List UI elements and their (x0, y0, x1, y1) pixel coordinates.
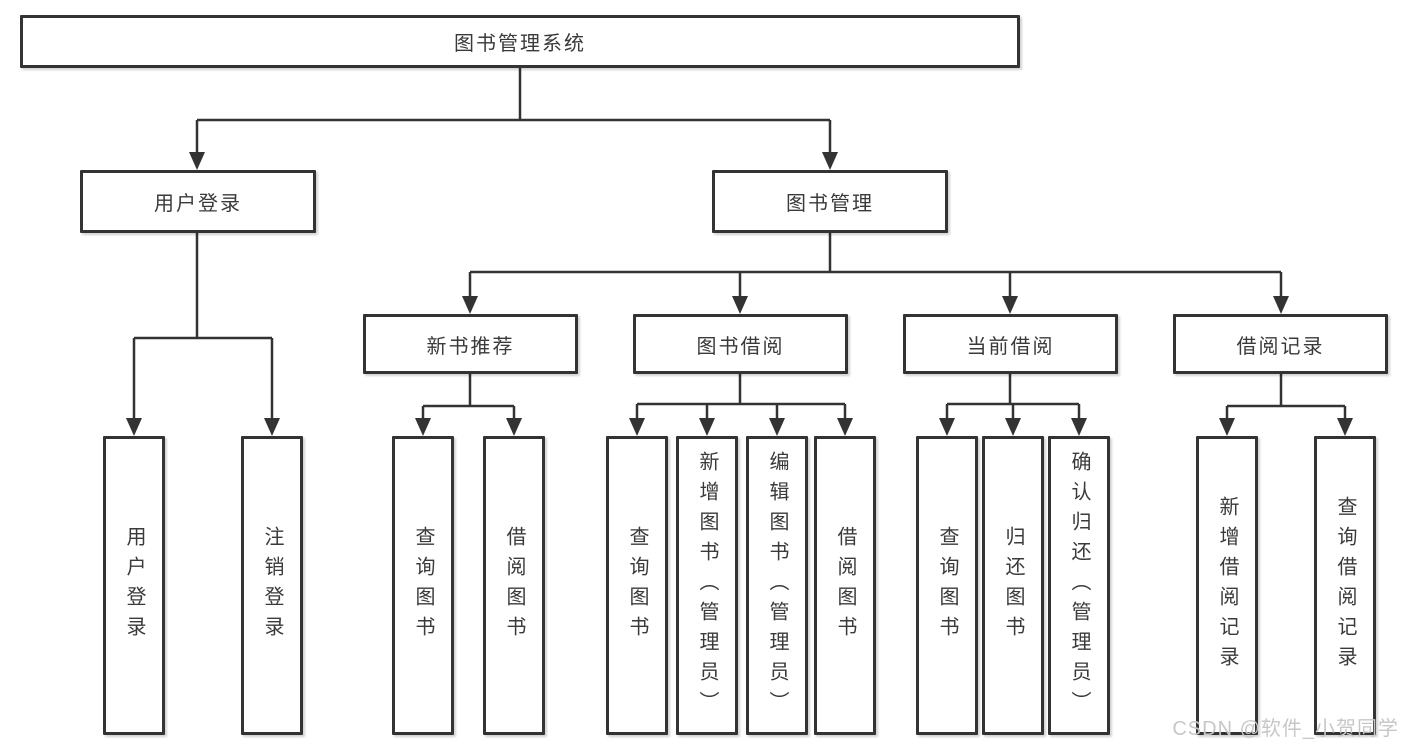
leaf-borrow-books-borrowing: 借阅图书 (814, 436, 876, 735)
node-new-book-recommendation: 新书推荐 (363, 314, 578, 374)
node-book-borrowing: 图书借阅 (633, 314, 848, 374)
leaf-user-login: 用户登录 (103, 436, 165, 735)
leaf-query-books-recommend: 查询图书 (392, 436, 454, 735)
leaf-return-books: 归还图书 (982, 436, 1044, 735)
leaf-add-books-admin: 新增图书（管理员） (676, 436, 738, 735)
leaf-query-borrow-record: 查询借阅记录 (1314, 436, 1376, 735)
node-root: 图书管理系统 (20, 15, 1020, 68)
leaf-query-books-borrowing: 查询图书 (606, 436, 668, 735)
node-user-login: 用户登录 (80, 170, 316, 233)
leaf-add-borrow-record: 新增借阅记录 (1196, 436, 1258, 735)
watermark: CSDN @软件_小贺同学 (1172, 718, 1399, 740)
node-borrowing-records: 借阅记录 (1173, 314, 1388, 374)
node-current-borrowing: 当前借阅 (903, 314, 1118, 374)
leaf-borrow-books-recommend: 借阅图书 (483, 436, 545, 735)
leaf-confirm-return-admin: 确认归还（管理员） (1048, 436, 1110, 735)
leaf-query-books-current: 查询图书 (916, 436, 978, 735)
leaf-logout-login: 注销登录 (241, 436, 303, 735)
node-book-management: 图书管理 (712, 170, 948, 233)
leaf-edit-books-admin: 编辑图书（管理员） (746, 436, 808, 735)
